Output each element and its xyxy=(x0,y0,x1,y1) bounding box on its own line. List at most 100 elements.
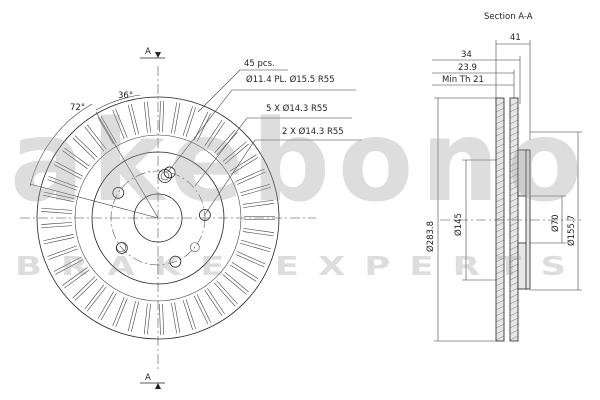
hatch-line xyxy=(495,143,505,149)
angle-label-72: 72° xyxy=(70,103,85,113)
vent-slot xyxy=(244,216,275,220)
hatch-line xyxy=(495,329,505,335)
vent-slot xyxy=(84,124,107,152)
angle-label-36: 36° xyxy=(118,91,133,101)
hatch-line xyxy=(509,305,519,311)
cut-mark-top-arrow xyxy=(155,52,161,58)
leader-pl xyxy=(167,89,356,173)
hatch-line xyxy=(509,155,519,161)
vent-slot xyxy=(53,256,83,275)
hatch-line xyxy=(495,299,505,305)
hatch-line xyxy=(495,239,505,245)
vent-slot xyxy=(222,141,249,165)
dim-min-thickness: Min Th 21 xyxy=(442,75,484,85)
hatch-line xyxy=(509,101,519,107)
hatch-line xyxy=(509,263,519,269)
vent-slot xyxy=(143,303,151,335)
leader-holes-5 xyxy=(194,117,352,187)
hatch-line xyxy=(509,275,519,281)
hatch-line xyxy=(509,119,519,125)
vent-slot xyxy=(222,271,249,295)
hatch-line xyxy=(495,251,505,257)
callout-holes-5: 5 X Ø14.3 R55 xyxy=(266,103,328,114)
hatch-line xyxy=(495,161,505,167)
vent-slot xyxy=(72,135,98,160)
watermark: akebono BRAKE EXPERTS xyxy=(10,97,582,282)
dim-overall-width: 41 xyxy=(510,33,521,43)
bolt-hole xyxy=(169,255,182,268)
bolt-hole xyxy=(112,186,125,199)
hatch-line xyxy=(509,227,519,233)
hatch-line xyxy=(495,167,505,173)
section-label: Section A-A xyxy=(484,12,533,22)
vent-slot xyxy=(171,102,181,134)
locating-pin-hole-inner xyxy=(160,171,170,181)
hatch-line xyxy=(495,191,505,197)
hatch-line xyxy=(495,137,505,143)
outboard-friction-plate xyxy=(495,97,505,342)
vent-slot xyxy=(235,168,266,185)
hatch-line xyxy=(509,233,519,239)
vent-slots xyxy=(41,101,275,335)
hatch-line xyxy=(495,149,505,155)
hatch-line xyxy=(509,137,519,143)
hatch-line xyxy=(495,197,505,203)
dim-hat-diameter: Ø145 xyxy=(453,213,464,236)
vent-slot xyxy=(127,300,140,332)
hatch-line xyxy=(509,197,519,203)
hatch-line xyxy=(509,113,519,119)
hatch-line xyxy=(495,173,505,179)
vent-slot xyxy=(182,299,196,330)
vent-slot xyxy=(229,261,259,282)
hatch-line xyxy=(509,185,519,191)
vent-slot xyxy=(242,199,275,208)
angle-arc-36 xyxy=(95,94,141,111)
hatch-line xyxy=(495,227,505,233)
hatch-line xyxy=(509,299,519,305)
angle-arc-72 xyxy=(29,103,93,187)
hatch-line xyxy=(509,251,519,257)
hatch-line xyxy=(495,323,505,329)
hatch-line xyxy=(509,293,519,299)
vent-slot xyxy=(43,191,75,202)
hatch-line xyxy=(495,275,505,281)
hatch-line xyxy=(509,317,519,323)
vent-slot xyxy=(41,207,73,214)
hatch-line xyxy=(495,179,505,185)
hatch-line xyxy=(509,167,519,173)
hatch-line xyxy=(495,203,505,209)
cut-mark-bottom-label: A xyxy=(145,373,151,383)
vent-slot xyxy=(84,284,107,312)
hatch-line xyxy=(509,215,519,221)
cut-mark-bottom-arrow xyxy=(155,383,161,389)
callout-holes-2: 2 X Ø14.3 R55 xyxy=(282,126,344,137)
angle-ray-a xyxy=(95,111,159,219)
hatch-line xyxy=(495,293,505,299)
leader-holes-2 xyxy=(203,139,362,217)
hatch-line xyxy=(509,257,519,263)
vent-slot xyxy=(214,280,238,307)
hatch-line xyxy=(509,335,519,341)
vent-slot xyxy=(97,291,117,321)
vent-slot xyxy=(72,276,98,301)
hatch-line xyxy=(509,203,519,209)
hatch-line xyxy=(509,173,519,179)
inboard-friction-plate xyxy=(509,97,519,342)
hatch-line xyxy=(495,269,505,275)
hatch-line xyxy=(509,239,519,245)
hatch-line xyxy=(495,287,505,293)
hatch-line xyxy=(509,269,519,275)
front-view: 72° 36° A A 45 pcs. Ø11.4 PL. Ø15.5 R55 … xyxy=(20,47,362,389)
vent-slot xyxy=(240,239,271,253)
vent-slot xyxy=(127,104,140,136)
locating-pin-hole xyxy=(158,169,172,183)
hatch-line xyxy=(495,245,505,251)
vent-slot xyxy=(159,101,164,133)
vent-slot xyxy=(47,176,78,191)
hatch-line xyxy=(495,305,505,311)
bolt-hole xyxy=(163,166,176,179)
vent-slot xyxy=(194,294,211,324)
hatch-line xyxy=(509,311,519,317)
vent-slot xyxy=(62,147,90,169)
